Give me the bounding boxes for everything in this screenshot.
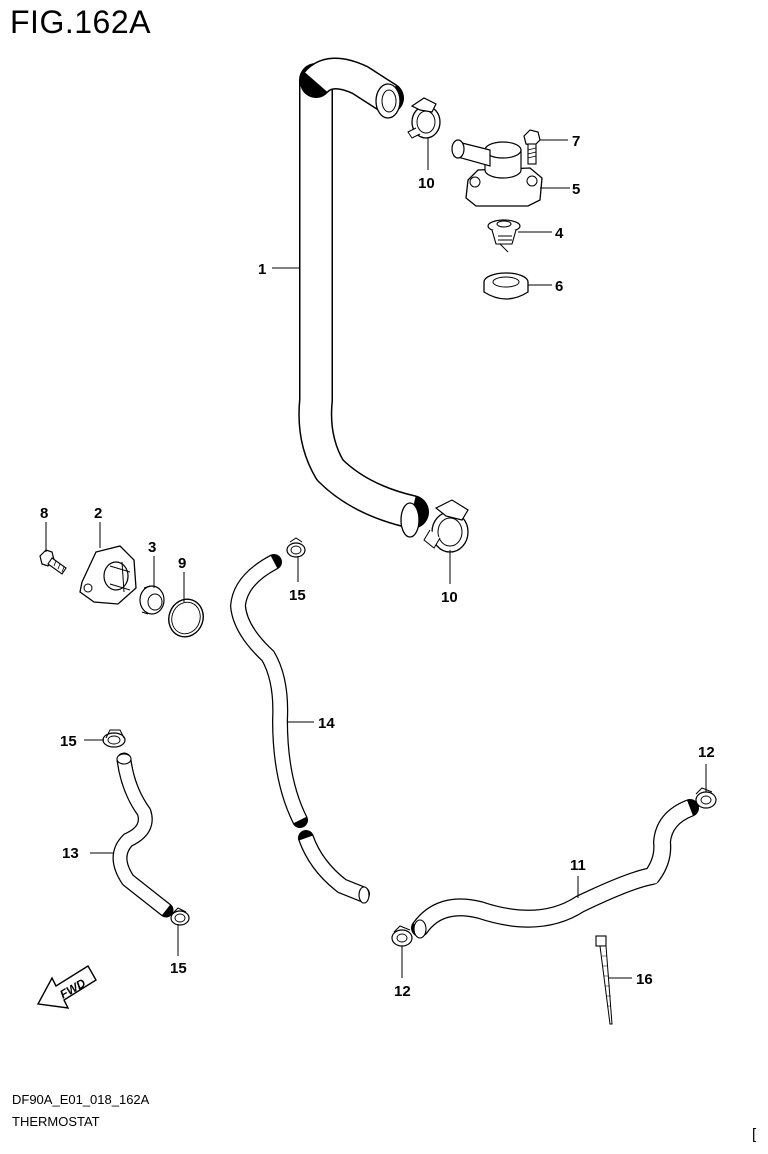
hose-part-13 <box>112 752 174 918</box>
fwd-arrow-icon: FWD <box>36 965 97 1009</box>
seal-part-6 <box>483 272 529 300</box>
hose-part-1 <box>298 57 429 538</box>
figure-title: FIG.162A <box>10 4 151 40</box>
callout-2: 2 <box>94 505 102 522</box>
callout-8: 8 <box>40 505 48 522</box>
clamp-part-12-left <box>391 925 413 947</box>
bolt-part-7 <box>523 129 541 165</box>
callout-9: 9 <box>178 555 186 572</box>
callout-3: 3 <box>148 539 156 556</box>
o-ring-part-9 <box>168 598 204 638</box>
callout-6: 6 <box>555 278 563 295</box>
callout-15-left: 15 <box>60 733 77 750</box>
clamp-part-10-upper <box>407 97 441 139</box>
callout-12-left: 12 <box>394 983 411 1000</box>
callout-7: 7 <box>572 133 580 150</box>
callout-4: 4 <box>555 225 564 242</box>
callout-11: 11 <box>570 857 586 874</box>
callout-10-upper: 10 <box>418 175 435 192</box>
callout-12-right: 12 <box>698 744 715 761</box>
callout-5: 5 <box>572 181 580 198</box>
thermostat-part-4 <box>487 219 521 253</box>
housing-part-2 <box>79 545 137 605</box>
clamp-part-10-lower <box>423 499 469 553</box>
callout-1: 1 <box>258 261 266 278</box>
hose-part-14 <box>230 554 370 904</box>
bolt-part-8 <box>39 549 67 575</box>
callout-labels: 1 2 3 4 5 6 7 8 9 10 10 11 12 12 13 14 1… <box>40 133 715 1000</box>
diagram-code: DF90A_E01_018_162A <box>12 1092 150 1107</box>
clamp-part-15-top <box>286 537 306 558</box>
clamp-part-12-right <box>695 787 717 809</box>
hose-part-11 <box>411 799 699 939</box>
callout-13: 13 <box>62 845 79 862</box>
cap-part-3 <box>139 585 165 615</box>
callout-14: 14 <box>318 715 335 732</box>
callout-15-bottom: 15 <box>170 960 187 977</box>
leader-lines <box>45 138 707 979</box>
callout-15-top: 15 <box>289 587 306 604</box>
clamp-part-15-left <box>102 729 126 748</box>
thermostat-cover-part-5 <box>451 139 543 207</box>
cable-tie-part-16 <box>595 935 613 1025</box>
diagram-name: THERMOSTAT <box>12 1114 100 1129</box>
callout-16: 16 <box>636 971 653 988</box>
callout-10-lower: 10 <box>441 589 458 606</box>
corner-mark: [ <box>752 1126 757 1143</box>
clamp-part-15-bottom <box>170 907 190 926</box>
